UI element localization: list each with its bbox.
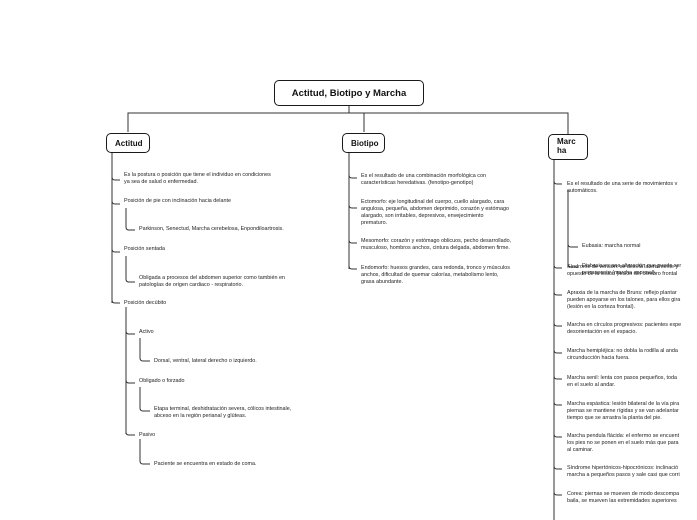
actitud-definition: Es la postura o posición que tiene el in… — [124, 172, 271, 186]
actitud-sentada-label: Posición sentada — [124, 246, 166, 252]
actitud-pie-label: Posición de pie con inclinación hacia de… — [124, 198, 231, 204]
marcha-topic-node[interactable]: Marcha — [548, 134, 588, 160]
actitud-pie-detail: Parkinson, Senectud, Marcha cerebelosa, … — [139, 226, 284, 232]
actitud-topic-node[interactable]: Actitud — [106, 133, 150, 153]
marcha-item: Marcha senil: lenta con pasos pequeños, … — [567, 375, 677, 389]
decubito-activo-detail: Dorsal, ventral, lateral derecho o izqui… — [154, 358, 257, 364]
decubito-obligado-label: Obligado o forzado — [139, 378, 185, 384]
biotipo-topic-node[interactable]: Biotipo — [342, 133, 385, 153]
marcha-item: Corea: piernas se mueven de modo descomp… — [567, 491, 680, 505]
decubito-pasivo-detail: Paciente se encuentra en estado de coma. — [154, 461, 257, 467]
decubito-pasivo-label: Pasivo — [139, 432, 156, 438]
marcha-item: Síndrome hipertónicos-hipocrónicos: incl… — [567, 465, 680, 479]
decubito-obligado-detail: Etapa terminal, deshidratación severa, c… — [154, 406, 292, 420]
marcha-definition: Es el resultado de una serie de movimien… — [567, 181, 678, 195]
decubito-activo-label: Activo — [139, 329, 154, 335]
biotipo-definition: Es el resultado de una combinación morfo… — [361, 173, 486, 187]
marcha-eubasia: Eubasia: marcha normal — [582, 243, 641, 249]
biotipo-endomorfo: Endomorfo: huesos grandes, cara redonda,… — [361, 265, 510, 286]
marcha-item: Síndrome de versión: se desvía lateralme… — [567, 264, 679, 278]
marcha-item: Marcha en círculos progresivos: paciente… — [567, 322, 682, 336]
marcha-item: Marcha pendula flácida: el enfermo se en… — [567, 433, 680, 454]
actitud-sentada-detail: Obligada a procesos del abdomen superior… — [139, 275, 285, 289]
marcha-disbasia: Disbasia:es una alteración que puede ser… — [582, 263, 682, 277]
marcha-item: Marcha espástica: lesión bilateral de la… — [567, 401, 680, 422]
marcha-item: Marcha hemipléjica: no dobla la rodilla … — [567, 348, 678, 362]
actitud-decubito-label: Posición decúbito — [124, 300, 167, 306]
marcha-item: Apraxia de la marcha de Bruns: reflejo p… — [567, 290, 681, 311]
biotipo-mesomorfo: Mesomorfo: corazón y estómago oblicuos, … — [361, 238, 512, 252]
biotipo-ectomorfo: Ectomorfo: eje longitudinal del cuerpo, … — [361, 199, 510, 227]
root-topic-node[interactable]: Actitud, Biotipo y Marcha — [274, 80, 424, 106]
